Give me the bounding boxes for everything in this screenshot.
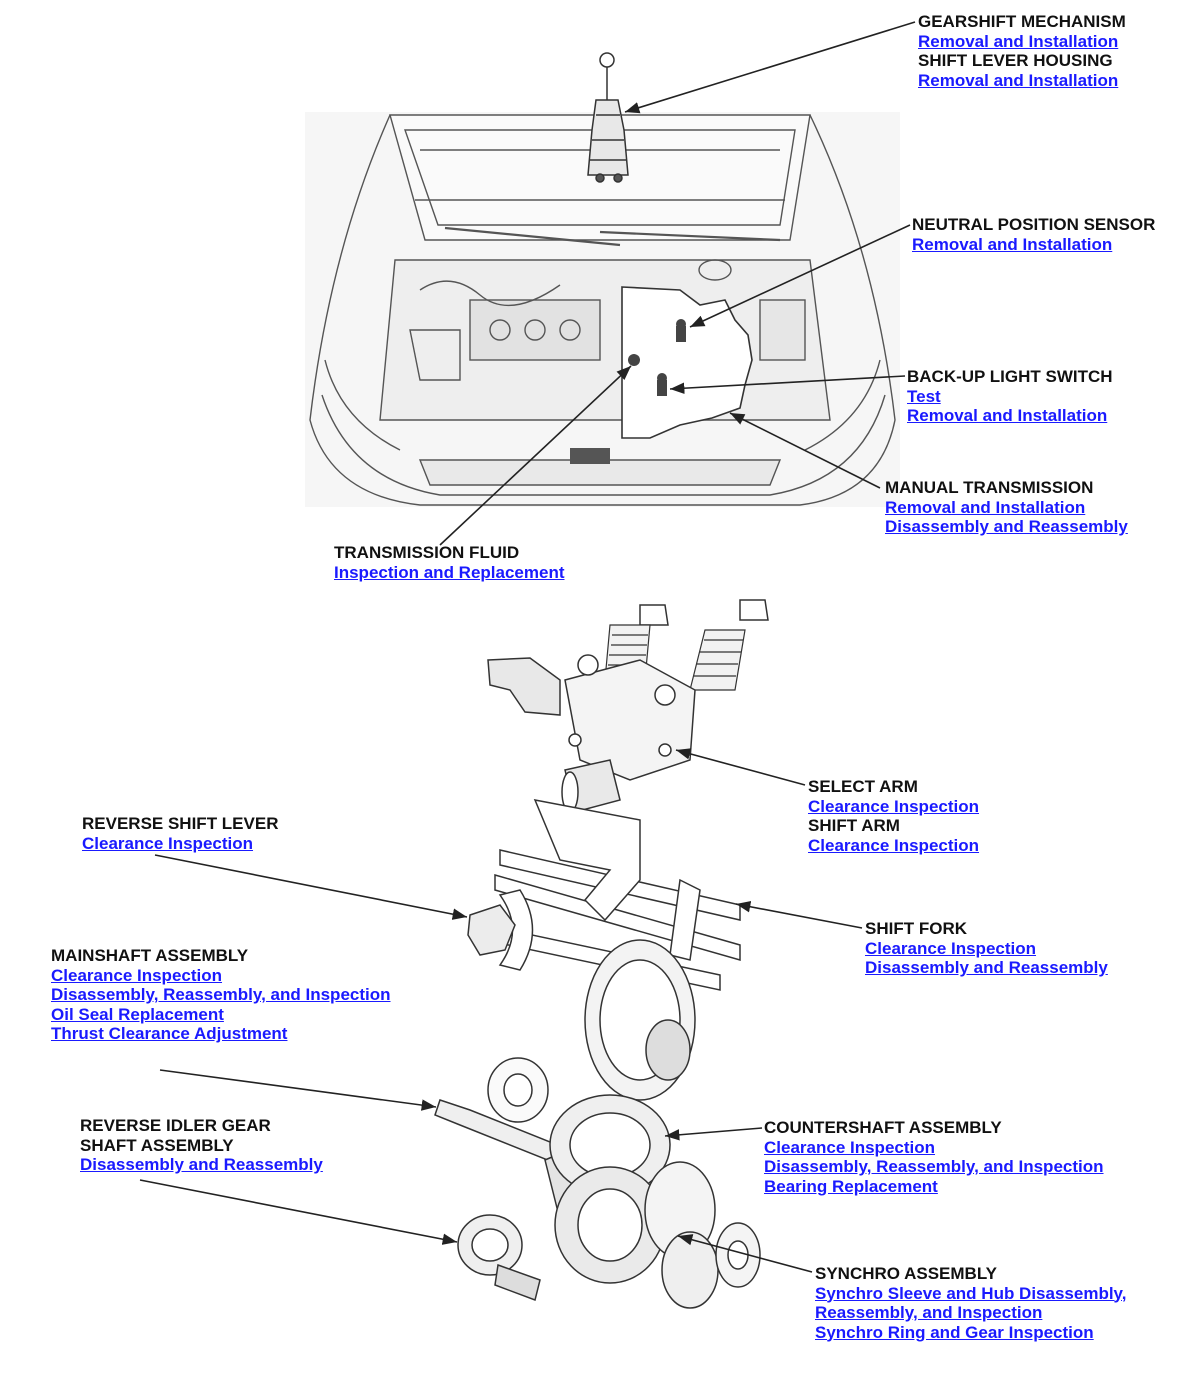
callout-title: MAINSHAFT ASSEMBLY (51, 946, 249, 965)
removal-installation-link[interactable]: Removal and Installation (912, 234, 1113, 254)
synchro-sleeve-hub-link[interactable]: Synchro Sleeve and Hub Disassembly, (815, 1283, 1127, 1303)
oil-seal-replacement-link[interactable]: Oil Seal Replacement (51, 1004, 224, 1024)
removal-installation-link[interactable]: Removal and Installation (907, 406, 1108, 425)
disassembly-reassembly-link[interactable]: Disassembly and Reassembly (865, 958, 1108, 977)
neutral-position-sensor-part (676, 319, 686, 342)
clearance-inspection-link[interactable]: Clearance Inspection (865, 938, 1037, 958)
clearance-inspection-link[interactable]: Clearance Inspection (82, 833, 254, 853)
leader-lines (139, 21, 916, 1273)
removal-installation-link[interactable]: Removal and Installation (885, 497, 1086, 517)
callout-title: TRANSMISSION FLUID (334, 543, 520, 562)
clearance-inspection-link[interactable]: Clearance Inspection (51, 965, 223, 985)
backup-light-switch-part (657, 373, 667, 396)
callout-title: GEARSHIFT MECHANISM (918, 12, 1126, 31)
callout-reverse-shift-lever: REVERSE SHIFT LEVER Clearance Inspection (82, 814, 278, 853)
callout-title: REVERSE SHIFT LEVER (82, 814, 279, 833)
callout-title: SYNCHRO ASSEMBLY (815, 1264, 997, 1283)
disassembly-reassembly-inspection-link[interactable]: Disassembly, Reassembly, and Inspection (764, 1157, 1104, 1176)
bearing-replacement-link[interactable]: Bearing Replacement (764, 1176, 938, 1196)
callout-title-line2: SHAFT ASSEMBLY (80, 1135, 234, 1155)
clearance-inspection-link[interactable]: Clearance Inspection (808, 835, 980, 855)
disassembly-reassembly-link[interactable]: Disassembly and Reassembly (80, 1155, 323, 1174)
disassembly-reassembly-link[interactable]: Disassembly and Reassembly (885, 517, 1128, 536)
callout-title: COUNTERSHAFT ASSEMBLY (764, 1118, 1002, 1137)
callout-title: SHIFT ARM (808, 816, 900, 835)
callout-manual-transmission: MANUAL TRANSMISSION Removal and Installa… (885, 478, 1128, 537)
test-link[interactable]: Test (907, 386, 941, 406)
callout-countershaft-assembly: COUNTERSHAFT ASSEMBLY Clearance Inspecti… (764, 1118, 1104, 1196)
callout-gearshift-mechanism: GEARSHIFT MECHANISM Removal and Installa… (918, 12, 1126, 90)
callout-title: BACK-UP LIGHT SWITCH (907, 367, 1113, 386)
removal-installation-link[interactable]: Removal and Installation (918, 70, 1119, 90)
clearance-inspection-link[interactable]: Clearance Inspection (808, 796, 980, 816)
disassembly-reassembly-inspection-link[interactable]: Disassembly, Reassembly, and Inspection (51, 985, 391, 1004)
callout-transmission-fluid: TRANSMISSION FLUID Inspection and Replac… (334, 543, 565, 582)
transmission-internals-illustration (434, 599, 769, 1309)
callout-reverse-idler-gear: REVERSE IDLER GEAR SHAFT ASSEMBLY Disass… (80, 1116, 323, 1175)
callout-title: NEUTRAL POSITION SENSOR (912, 215, 1156, 234)
callout-select-arm: SELECT ARM Clearance Inspection SHIFT AR… (808, 777, 979, 855)
synchro-ring-gear-inspection-link[interactable]: Synchro Ring and Gear Inspection (815, 1322, 1094, 1342)
callout-shift-fork: SHIFT FORK Clearance Inspection Disassem… (865, 919, 1108, 978)
callout-neutral-position-sensor: NEUTRAL POSITION SENSOR Removal and Inst… (912, 215, 1155, 254)
callout-backup-light-switch: BACK-UP LIGHT SWITCH Test Removal and In… (907, 367, 1113, 426)
fluid-plug-part (628, 354, 640, 366)
inspection-replacement-link[interactable]: Inspection and Replacement (334, 562, 565, 582)
callout-synchro-assembly: SYNCHRO ASSEMBLY Synchro Sleeve and Hub … (815, 1264, 1126, 1342)
gearshift-mechanism-illustration (587, 52, 629, 183)
callout-title: MANUAL TRANSMISSION (885, 478, 1094, 497)
callout-title: SHIFT FORK (865, 919, 967, 938)
thrust-clearance-adjustment-link[interactable]: Thrust Clearance Adjustment (51, 1024, 288, 1043)
synchro-sleeve-hub-link-cont[interactable]: Reassembly, and Inspection (815, 1303, 1043, 1322)
clearance-inspection-link[interactable]: Clearance Inspection (764, 1137, 936, 1157)
callout-title: SELECT ARM (808, 777, 918, 796)
callout-mainshaft-assembly: MAINSHAFT ASSEMBLY Clearance Inspection … (51, 946, 391, 1044)
callout-title: SHIFT LEVER HOUSING (918, 51, 1113, 70)
callout-title: REVERSE IDLER GEAR (80, 1116, 271, 1135)
removal-installation-link[interactable]: Removal and Installation (918, 31, 1119, 51)
